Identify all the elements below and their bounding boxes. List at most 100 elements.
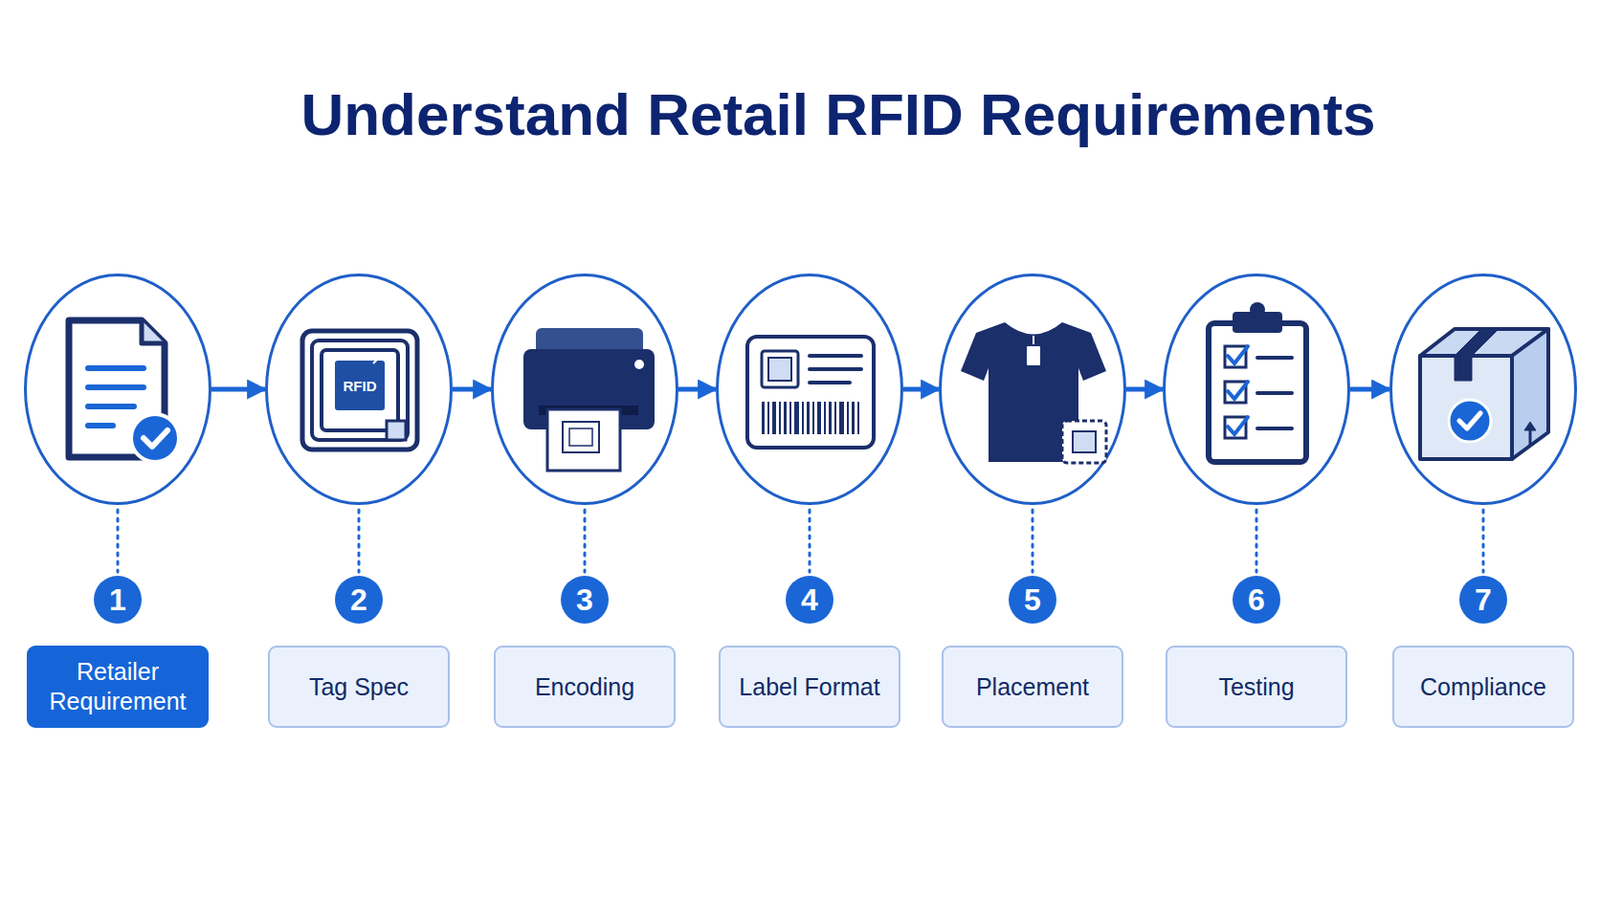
bar: [828, 401, 832, 435]
label-card-icon: [747, 336, 874, 448]
step-number: 1: [93, 576, 142, 624]
step-circle: 7Compliance: [1389, 273, 1578, 506]
text-line: [1257, 391, 1292, 396]
label-card: [747, 336, 874, 448]
bar: [794, 401, 800, 435]
chip-square: [333, 359, 386, 412]
bar: [812, 401, 815, 435]
bar: [846, 401, 849, 435]
dotted-leader: [1031, 510, 1035, 573]
dotted-leader: [808, 510, 812, 573]
text-line: [809, 380, 850, 385]
flow-arrow: [211, 387, 266, 393]
dotted-leader: [583, 510, 587, 573]
document-fold: [141, 320, 165, 344]
text-line: [809, 354, 862, 358]
tag-chip: [768, 357, 792, 381]
step-circle: 3Encoding: [490, 273, 679, 506]
placement-tag: [1062, 421, 1107, 464]
check-mark: [1227, 346, 1248, 364]
check-mark: [1227, 417, 1248, 435]
dotted-leaders: [117, 510, 1484, 573]
clipboard-icon: [1208, 302, 1307, 463]
box-side: [1511, 329, 1549, 460]
chip-antenna: [373, 354, 383, 364]
flow-arrow: [452, 387, 491, 393]
bar: [789, 401, 792, 435]
printer-icon: [523, 328, 655, 471]
bar: [823, 401, 826, 435]
step-number: 2: [334, 576, 383, 624]
check-mark: [1227, 381, 1248, 400]
box-tape: [1454, 329, 1499, 356]
clipboard-ring: [1249, 302, 1266, 318]
text-line: [88, 422, 113, 429]
bar: [761, 401, 765, 435]
checkbox: [1224, 346, 1246, 368]
bar: [806, 401, 810, 435]
dotted-leader: [357, 510, 361, 573]
flow-arrow: [903, 387, 939, 393]
step-number: 7: [1459, 576, 1508, 624]
step-number: 4: [785, 576, 834, 624]
label-inlay: [569, 428, 593, 446]
dotted-leader: [116, 510, 120, 573]
box-icon: [1420, 329, 1549, 460]
step-circle: 1Retailer Requirement: [23, 273, 212, 506]
check-badge: [1448, 400, 1491, 443]
up-arrow-head: [1524, 422, 1536, 431]
tag-string: [1032, 335, 1035, 347]
dotted-leader: [1255, 510, 1259, 573]
flow-arrow: [1126, 387, 1163, 393]
dotted-leader: [1482, 510, 1486, 573]
step-label: Label Format: [718, 645, 901, 729]
step-label: Encoding: [493, 645, 676, 729]
tag-corner: [386, 421, 406, 441]
checkbox: [1224, 381, 1246, 403]
text-line: [88, 403, 134, 410]
box-top: [1420, 329, 1549, 356]
printer-body: [523, 349, 655, 430]
bar: [767, 401, 770, 435]
text-line: [1257, 355, 1292, 360]
step-circle: 4Label Format: [715, 273, 904, 506]
antenna-loop: [302, 331, 418, 450]
diagram-title: Understand Retail RFID Requirements: [168, 74, 1509, 156]
step-label: Testing: [1165, 645, 1348, 729]
step-label: Tag Spec: [267, 645, 450, 729]
step-number: 5: [1008, 576, 1057, 624]
card-lines: [809, 355, 862, 383]
step-circle: 6Testing: [1162, 273, 1351, 506]
printer-top: [535, 328, 644, 357]
bar: [857, 401, 860, 435]
step-circle: 5Placement: [938, 273, 1127, 506]
label-inlay: [562, 422, 600, 453]
printer-led: [634, 359, 645, 370]
step-number: 3: [560, 576, 609, 624]
placement-chip: [1072, 431, 1096, 453]
check-row: [1224, 381, 1292, 403]
antenna-loop: [321, 350, 399, 431]
check-row: [1224, 346, 1292, 368]
flow-arrow: [678, 387, 716, 393]
tag-square: [761, 351, 799, 388]
bar: [772, 401, 777, 435]
printed-label: [547, 409, 621, 471]
step-label: Placement: [941, 645, 1124, 729]
barcode: [761, 401, 860, 435]
bar: [817, 401, 822, 435]
printer-slot: [538, 405, 639, 416]
bar: [783, 401, 787, 435]
step-label: Retailer Requirement: [26, 645, 209, 729]
check-mark: [143, 430, 168, 447]
up-arrow: [1529, 424, 1533, 446]
flow-arrow: [1350, 387, 1390, 393]
bar: [801, 401, 804, 435]
bar: [778, 401, 781, 435]
text-line: [1257, 426, 1292, 431]
text-line: [88, 384, 144, 391]
bar: [839, 401, 845, 435]
antenna-loop: [311, 340, 408, 441]
text-line: [809, 367, 862, 372]
